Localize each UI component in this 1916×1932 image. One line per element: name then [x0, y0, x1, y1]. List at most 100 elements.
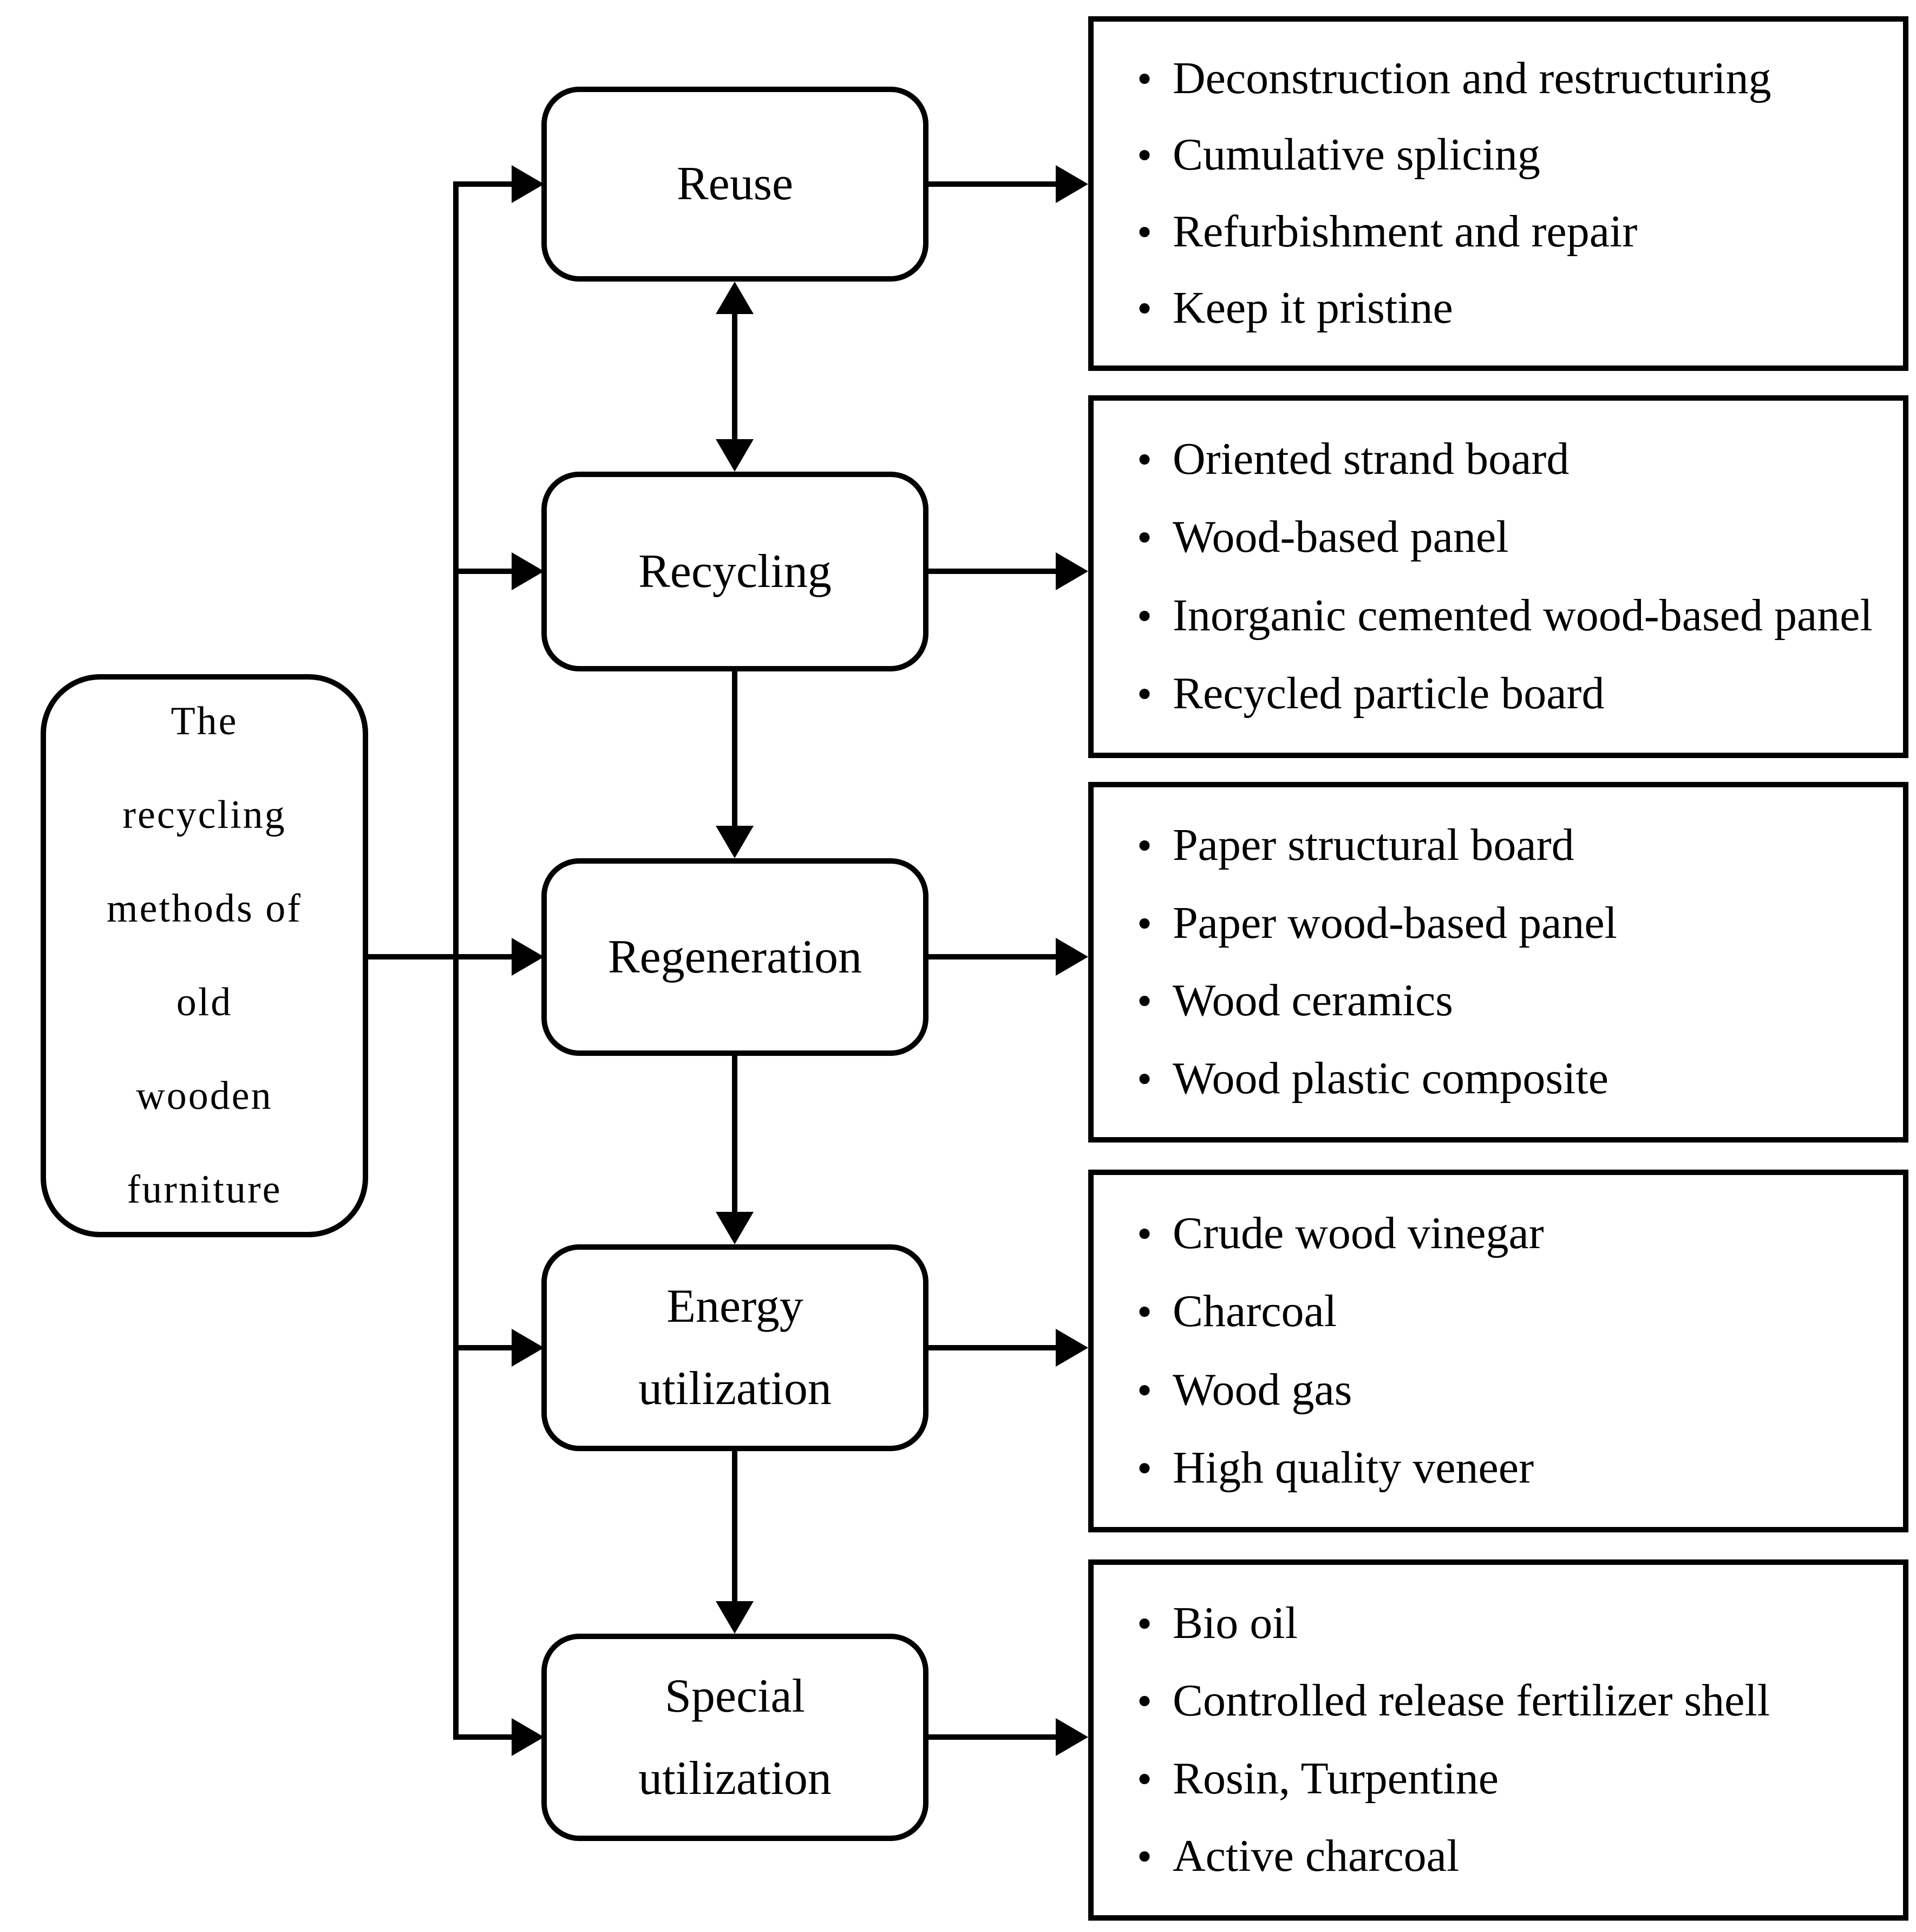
list-item-text: Recycled particle board: [1172, 668, 1605, 719]
bullet-icon: [1137, 1674, 1152, 1728]
connector-regeneration-energy: [732, 1056, 737, 1215]
arrowhead-down-into-energy: [716, 1212, 754, 1244]
bullet-list: Bio oil Controlled release fertilizer sh…: [1094, 1565, 1903, 1915]
list-item: Refurbishment and repair: [1137, 205, 1881, 259]
list-item: Wood gas: [1137, 1363, 1881, 1418]
bullet-list: Oriented strand board Wood-based panel I…: [1094, 401, 1903, 753]
list-item-text: Paper structural board: [1172, 820, 1574, 871]
arrowhead-down-into-recycling: [716, 439, 754, 472]
root-node-recycling-methods: The recycling methods of old wooden furn…: [41, 674, 368, 1237]
method-node-label: Special: [664, 1669, 805, 1722]
bullet-icon: [1137, 1596, 1152, 1651]
bullet-icon: [1137, 1441, 1152, 1496]
method-node-label: utilization: [638, 1362, 832, 1415]
bullet-icon: [1137, 1052, 1152, 1106]
root-node-label-line: wooden: [136, 1074, 273, 1118]
arrowhead-into-energy-utilization: [512, 1329, 544, 1367]
list-item: Paper structural board: [1137, 818, 1881, 873]
output-box-regeneration: Paper structural board Paper wood-based …: [1088, 782, 1908, 1143]
arrowhead-into-regeneration-outputs: [1056, 938, 1088, 976]
list-item: Charcoal: [1137, 1284, 1881, 1339]
bullet-list: Crude wood vinegar Charcoal Wood gas Hig…: [1094, 1175, 1903, 1527]
method-node-label: Energy: [666, 1280, 803, 1333]
root-node-label-line: furniture: [127, 1167, 282, 1212]
bullet-list: Paper structural board Paper wood-based …: [1094, 787, 1903, 1137]
list-item-text: High quality veneer: [1172, 1442, 1534, 1493]
arrowhead-into-reuse: [512, 165, 544, 203]
list-item-text: Rosin, Turpentine: [1172, 1753, 1499, 1804]
list-item: Recycled particle board: [1137, 667, 1881, 721]
list-item-text: Wood gas: [1172, 1364, 1352, 1415]
output-box-energy-utilization: Crude wood vinegar Charcoal Wood gas Hig…: [1088, 1170, 1908, 1532]
root-node-label-line: methods of: [107, 886, 302, 931]
list-item-text: Crude wood vinegar: [1172, 1208, 1544, 1259]
connector-root-to-trunk: [368, 954, 512, 960]
root-node-label-line: old: [176, 980, 233, 1024]
list-item: Wood ceramics: [1137, 974, 1881, 1028]
list-item: Keep it pristine: [1137, 281, 1881, 336]
bullet-list: Deconstruction and restructuring Cumulat…: [1094, 22, 1903, 365]
list-item: Paper wood-based panel: [1137, 896, 1881, 951]
method-node-label: Reuse: [676, 158, 794, 210]
branch-to-reuse: [456, 181, 512, 187]
method-node-label: Regeneration: [607, 930, 862, 983]
list-item-text: Oriented strand board: [1172, 434, 1570, 485]
list-item: Bio oil: [1137, 1596, 1881, 1651]
bullet-icon: [1137, 128, 1152, 182]
bullet-icon: [1137, 1752, 1152, 1806]
method-node-reuse: Reuse: [541, 87, 928, 282]
list-item: Wood-based panel: [1137, 510, 1881, 565]
bullet-icon: [1137, 1829, 1152, 1884]
list-item-text: Charcoal: [1172, 1286, 1337, 1337]
connector-regeneration-to-outputs: [928, 954, 1056, 960]
branch-to-energy-utilization: [456, 1345, 512, 1350]
bullet-icon: [1137, 510, 1152, 565]
connector-energy-to-outputs: [928, 1345, 1056, 1350]
bullet-icon: [1137, 1206, 1152, 1261]
output-box-recycling: Oriented strand board Wood-based panel I…: [1088, 395, 1908, 758]
arrowhead-down-into-special: [716, 1601, 754, 1634]
list-item-text: Deconstruction and restructuring: [1172, 53, 1771, 104]
method-node-regeneration: Regeneration: [541, 858, 928, 1056]
list-item: Cumulative splicing: [1137, 128, 1881, 182]
list-item: High quality veneer: [1137, 1441, 1881, 1496]
bullet-icon: [1137, 896, 1152, 951]
arrowhead-into-special-utilization: [512, 1718, 544, 1756]
bullet-icon: [1137, 205, 1152, 259]
list-item: Oriented strand board: [1137, 432, 1881, 487]
arrowhead-into-special-outputs: [1056, 1718, 1088, 1756]
list-item-text: Wood ceramics: [1172, 975, 1453, 1026]
arrowhead-down-into-regeneration: [716, 826, 754, 858]
list-item-text: Bio oil: [1172, 1597, 1298, 1648]
method-node-label: utilization: [638, 1752, 832, 1805]
output-box-special-utilization: Bio oil Controlled release fertilizer sh…: [1088, 1559, 1908, 1921]
bullet-icon: [1137, 818, 1152, 873]
arrowhead-into-recycling: [512, 552, 544, 590]
list-item: Controlled release fertilizer shell: [1137, 1674, 1881, 1728]
list-item-text: Wood plastic composite: [1172, 1053, 1609, 1104]
bullet-icon: [1137, 51, 1152, 106]
list-item: Wood plastic composite: [1137, 1052, 1881, 1106]
list-item: Rosin, Turpentine: [1137, 1752, 1881, 1806]
connector-energy-special: [732, 1451, 737, 1607]
arrowhead-up-into-reuse: [716, 282, 754, 314]
method-node-label: Recycling: [638, 545, 832, 598]
bullet-icon: [1137, 1363, 1152, 1418]
list-item-text: Cumulative splicing: [1172, 129, 1540, 180]
list-item-text: Controlled release fertilizer shell: [1172, 1675, 1770, 1726]
arrowhead-into-energy-outputs: [1056, 1329, 1088, 1367]
branch-to-recycling: [456, 569, 512, 574]
bullet-icon: [1137, 1284, 1152, 1339]
list-item-text: Inorganic cemented wood-based panel: [1172, 590, 1873, 641]
arrowhead-into-recycling-outputs: [1056, 552, 1088, 590]
connector-recycling-regeneration: [732, 671, 737, 828]
list-item-text: Keep it pristine: [1172, 282, 1453, 333]
list-item-text: Active charcoal: [1172, 1831, 1460, 1882]
output-box-reuse: Deconstruction and restructuring Cumulat…: [1088, 16, 1908, 371]
trunk-line: [453, 181, 459, 1740]
method-node-recycling: Recycling: [541, 472, 928, 671]
list-item-text: Paper wood-based panel: [1172, 897, 1617, 948]
bullet-icon: [1137, 281, 1152, 336]
root-node-label-line: The: [171, 699, 238, 743]
